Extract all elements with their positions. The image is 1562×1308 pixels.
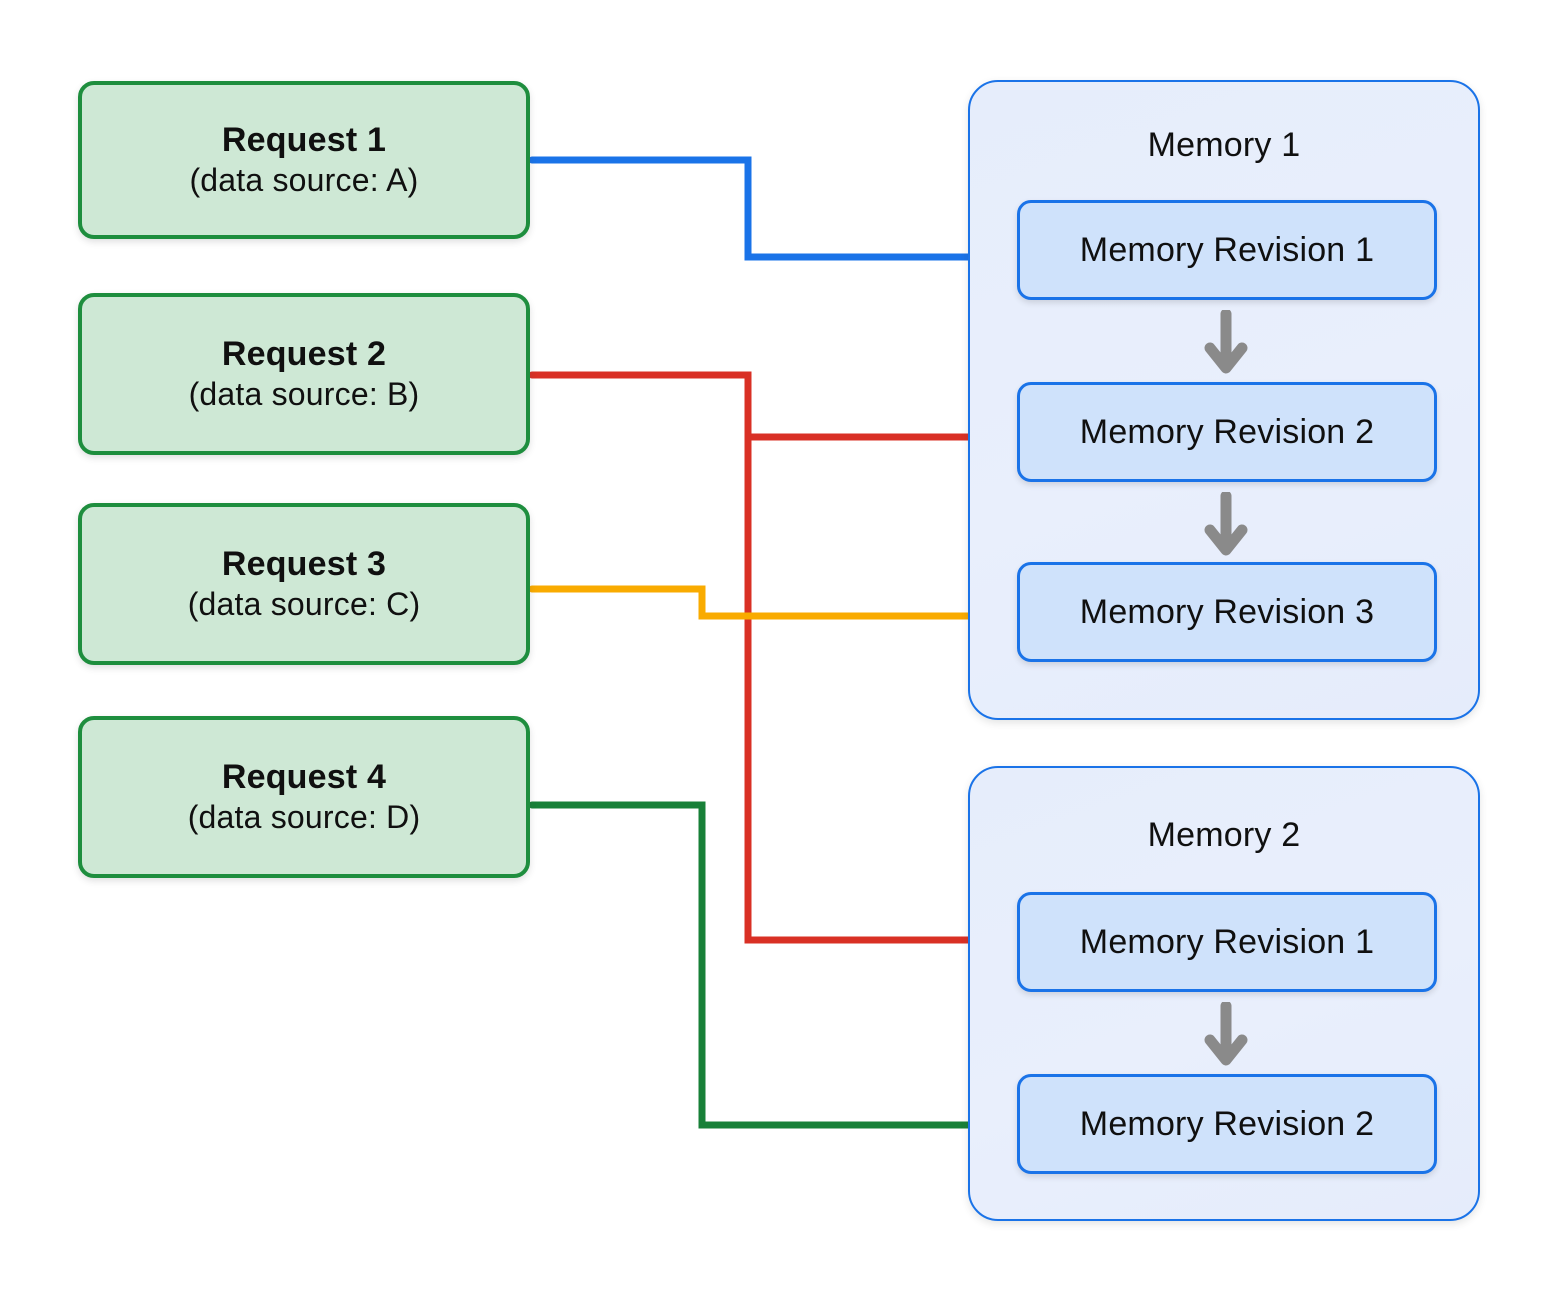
request-box-2[interactable]: Request 2 (data source: B) <box>78 293 530 455</box>
request-box-4[interactable]: Request 4 (data source: D) <box>78 716 530 878</box>
memory-panel-title: Memory 2 <box>1147 816 1301 854</box>
arrow-down-icon <box>1204 1002 1248 1066</box>
memory-1-revision-3[interactable]: Memory Revision 3 <box>1017 562 1437 662</box>
request-box-3[interactable]: Request 3 (data source: C) <box>78 503 530 665</box>
revision-label: Memory Revision 2 <box>1079 412 1375 451</box>
revision-label: Memory Revision 1 <box>1079 922 1375 961</box>
memory-panel-2[interactable]: Memory 2 Memory Revision 1 Memory Revisi… <box>968 766 1480 1221</box>
request-subtitle: (data source: B) <box>188 376 420 413</box>
revision-label: Memory Revision 1 <box>1079 230 1375 269</box>
request-title: Request 4 <box>221 757 387 796</box>
memory-2-revision-2[interactable]: Memory Revision 2 <box>1017 1074 1437 1174</box>
request-subtitle: (data source: D) <box>187 799 421 836</box>
request-title: Request 2 <box>221 334 387 373</box>
request-box-1[interactable]: Request 1 (data source: A) <box>78 81 530 239</box>
memory-panel-title: Memory 1 <box>1147 126 1301 164</box>
edge-request-4 <box>528 801 1011 1143</box>
memory-panel-1[interactable]: Memory 1 Memory Revision 1 Memory Revisi… <box>968 80 1480 720</box>
edge-request-1 <box>528 156 1011 275</box>
request-title: Request 1 <box>221 120 387 159</box>
request-subtitle: (data source: A) <box>189 162 419 199</box>
revision-label: Memory Revision 3 <box>1079 592 1375 631</box>
memory-2-revision-1[interactable]: Memory Revision 1 <box>1017 892 1437 992</box>
memory-1-revision-2[interactable]: Memory Revision 2 <box>1017 382 1437 482</box>
revision-label: Memory Revision 2 <box>1079 1104 1375 1143</box>
arrow-down-icon <box>1204 310 1248 374</box>
request-title: Request 3 <box>221 544 387 583</box>
edge-request-3 <box>528 585 1011 634</box>
memory-1-revision-1[interactable]: Memory Revision 1 <box>1017 200 1437 300</box>
edge-request-2 <box>528 371 1011 958</box>
request-subtitle: (data source: C) <box>187 586 421 623</box>
arrow-down-icon <box>1204 492 1248 556</box>
